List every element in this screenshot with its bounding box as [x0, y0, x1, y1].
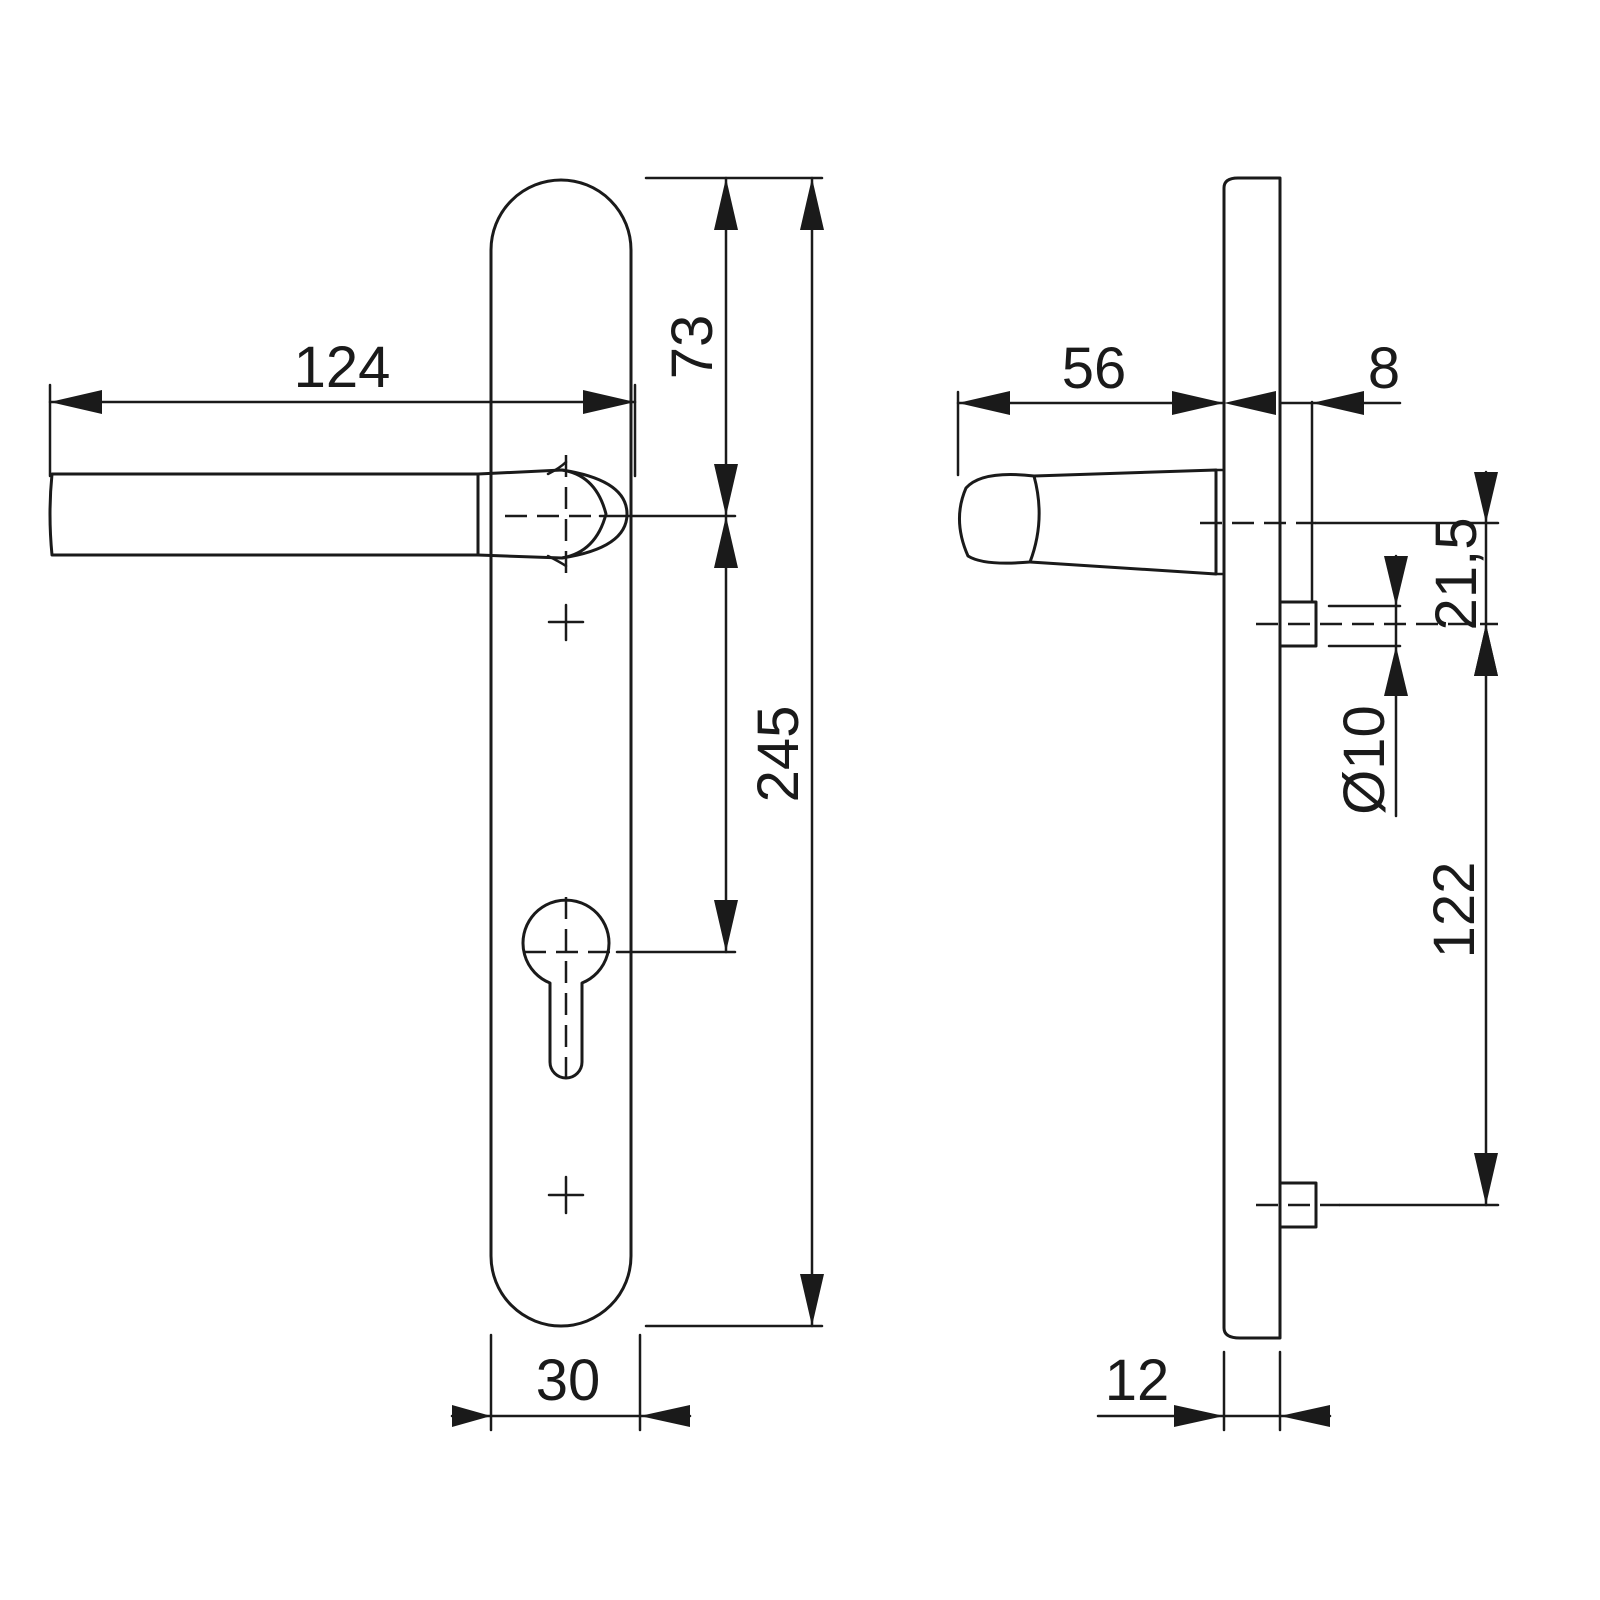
handle-profile — [957, 468, 1226, 576]
screw-boss-upper — [1256, 600, 1498, 648]
dim-handle-to-top-label: 73 — [660, 315, 725, 380]
dim-screw-offset-label: 21,5 — [1424, 518, 1489, 631]
dim-handle-projection-label: 56 — [1062, 336, 1127, 401]
dim-lever-length-label: 124 — [294, 335, 391, 400]
front-view: 124 73 245 30 — [48, 176, 824, 1432]
dim-screw-diameter: Ø10 — [1332, 554, 1408, 818]
plate-profile — [1222, 176, 1282, 1340]
side-view: 56 8 21,5 Ø10 122 — [956, 176, 1500, 1432]
dim-screw-spacing-label: 122 — [1422, 862, 1487, 959]
dim-lever-length: 124 — [48, 335, 637, 414]
lever-handle — [48, 460, 629, 568]
dim-plate-thickness-label: 12 — [1105, 1348, 1170, 1413]
backplate-outline — [489, 178, 633, 1328]
dim-plate-thickness: 12 — [1096, 1348, 1332, 1427]
dim-screw-diameter-label: Ø10 — [1332, 705, 1397, 815]
dim-handle-to-cylinder: 245 — [714, 514, 811, 954]
dim-plate-width-label: 30 — [536, 1348, 601, 1413]
dim-overall-height — [800, 176, 824, 1328]
dim-spindle-offset: 8 — [1224, 336, 1402, 415]
dim-screw-spacing: 122 — [1422, 622, 1498, 1207]
dim-handle-to-cylinder-label: 245 — [746, 706, 811, 803]
screw-mark-lower — [547, 1175, 585, 1215]
dim-handle-to-top: 73 — [660, 176, 738, 518]
dim-spindle-offset-label: 8 — [1368, 336, 1400, 401]
dim-handle-projection: 56 — [956, 336, 1226, 415]
screw-mark-upper — [547, 603, 585, 642]
dim-plate-width: 30 — [450, 1348, 692, 1427]
screw-boss-lower — [1256, 1181, 1500, 1229]
cylinder-cutout — [521, 897, 737, 1080]
